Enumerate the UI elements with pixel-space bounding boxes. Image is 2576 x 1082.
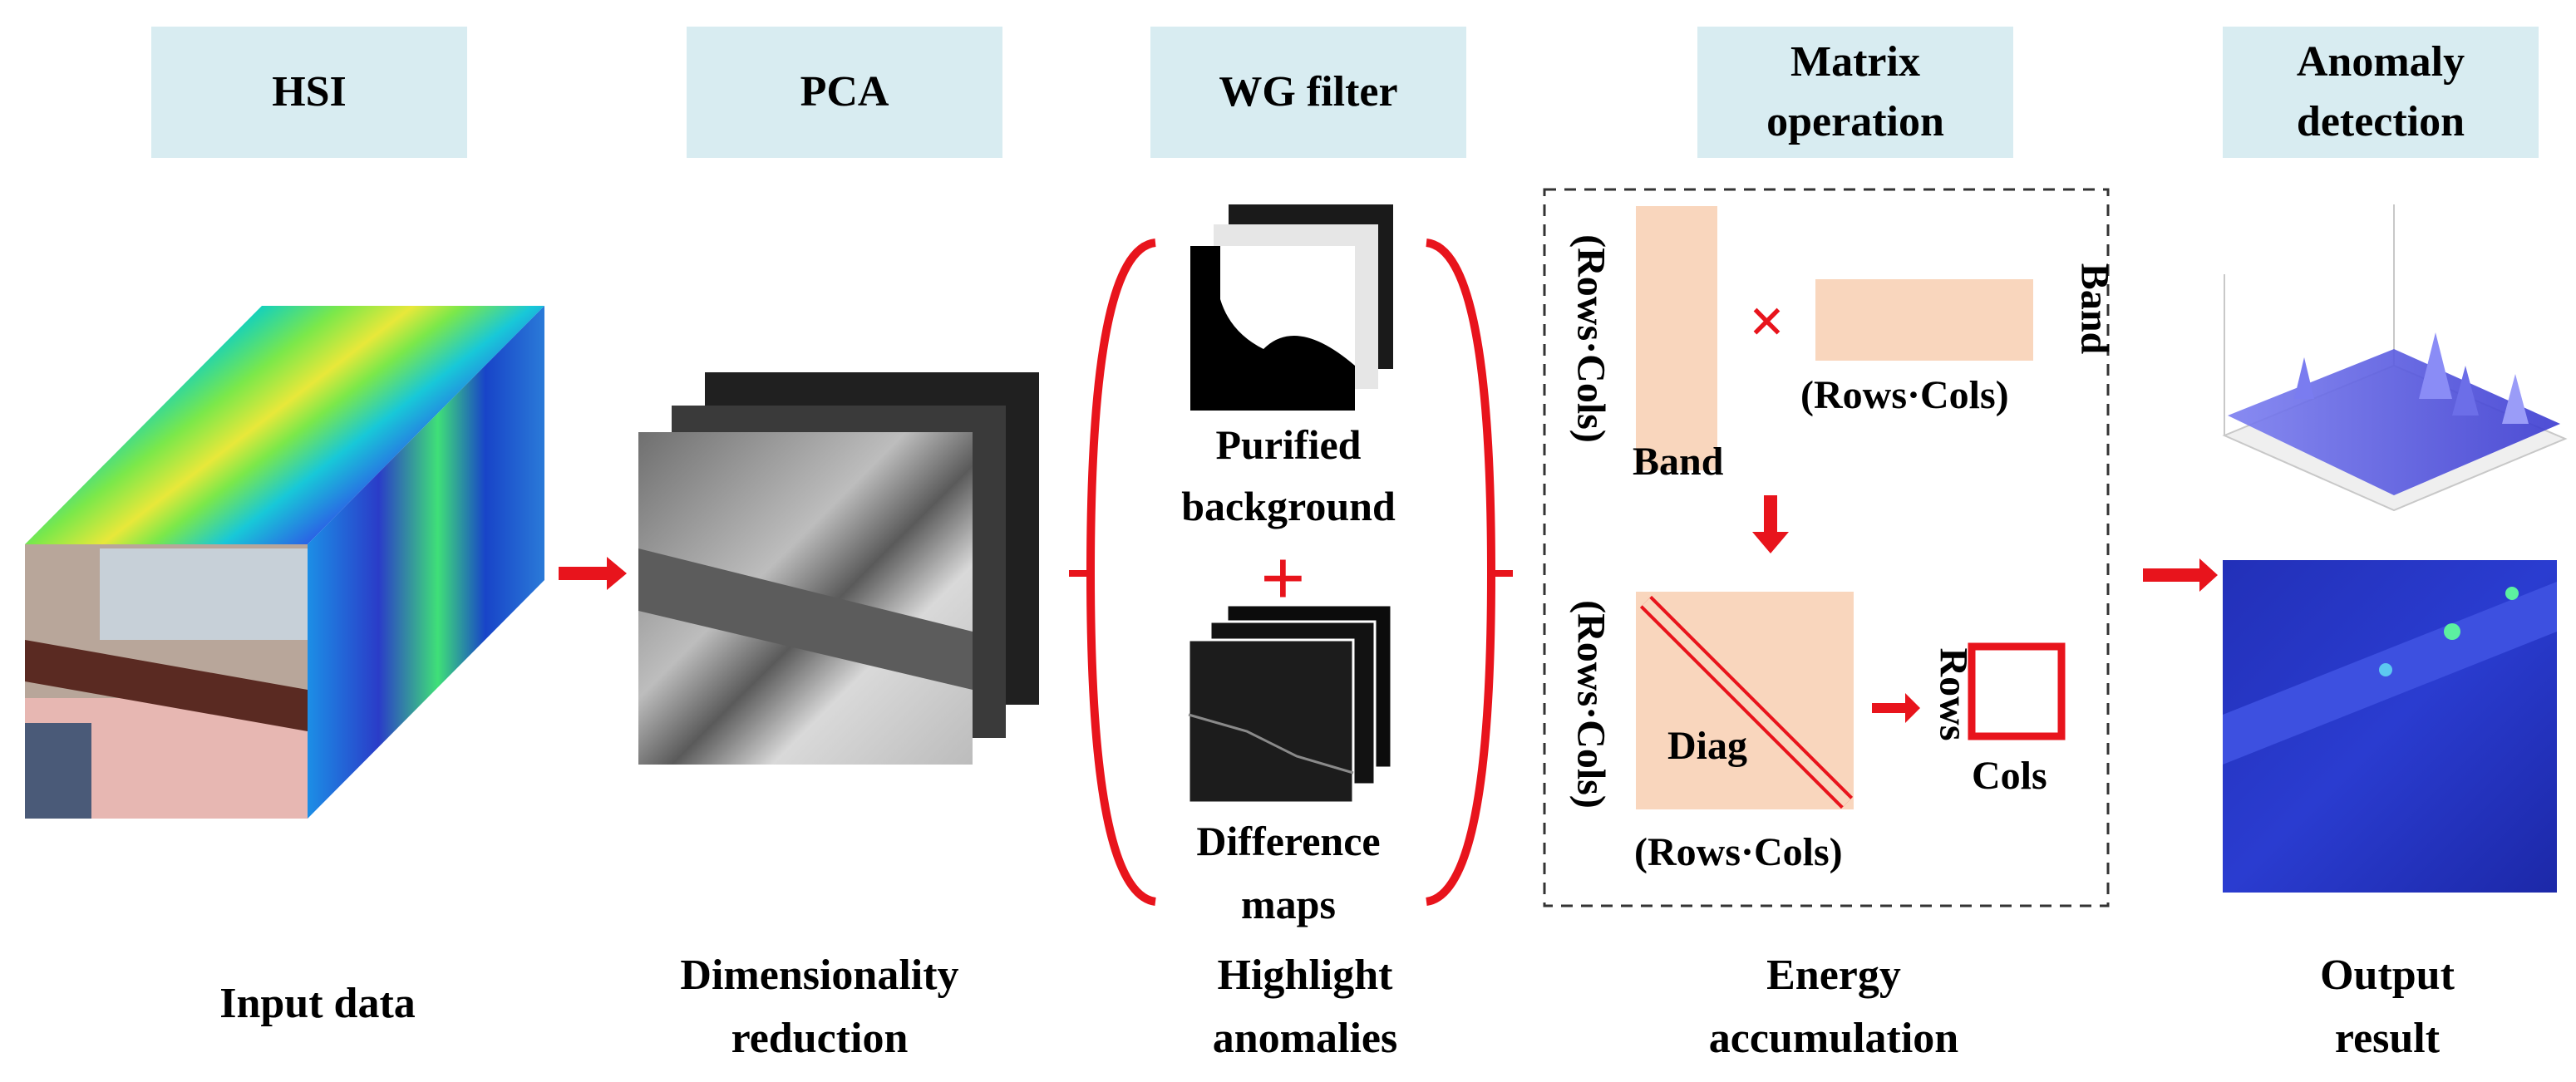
difference-line2: maps: [1241, 881, 1336, 927]
hsi-cube: [25, 306, 544, 819]
output-result-map: [2223, 560, 2557, 893]
matrix-wide-band-label: Band: [2072, 263, 2117, 355]
purified-background-label: Purified background: [1155, 414, 1421, 537]
header-anomaly-line2: detection: [2296, 98, 2465, 145]
header-matrix-operation: Matrix operation: [1697, 27, 2013, 158]
right-bracket-icon: [1425, 239, 1496, 906]
hsi-front-tarmac: [100, 548, 308, 640]
header-anomaly-line1: Anomaly: [2296, 38, 2465, 86]
purified-line1: Purified: [1215, 421, 1362, 468]
header-anomaly-detection: Anomaly detection: [2223, 27, 2539, 158]
caption-energy-line1: Energy: [1766, 952, 1901, 999]
caption-input-data: Input data: [110, 972, 525, 1035]
header-matrix-line2: operation: [1766, 98, 1944, 145]
matrix-tall-rows-cols-label: (Rows·Cols): [1569, 234, 1613, 443]
matrix-result-rows-label: Rows: [1931, 647, 1976, 741]
matrix-wide-rows-cols-label: (Rows·Cols): [1800, 373, 2009, 417]
surface-plot: [2222, 204, 2568, 512]
caption-highlight-anomalies: Highlight anomalies: [1097, 944, 1513, 1070]
surface-plot-peak-1: [2419, 332, 2452, 399]
surface-plot-peak-2: [2452, 366, 2479, 416]
caption-energy-accumulation: Energy accumulation: [1626, 944, 2042, 1070]
caption-highlight-line2: anomalies: [1212, 1015, 1398, 1062]
difference-edge-lines: [1188, 713, 1354, 775]
header-hsi: HSI: [151, 27, 467, 158]
matrix-operation-box: [1543, 188, 2110, 907]
output-map-target-3: [2379, 663, 2392, 676]
output-map-target-1: [2444, 623, 2460, 640]
header-pca: PCA: [687, 27, 1002, 158]
header-wg-filter: WG filter: [1150, 27, 1466, 158]
purified-background-stack: [1190, 204, 1393, 411]
hsi-front-road: [25, 640, 308, 731]
difference-maps-stack: [1187, 603, 1393, 804]
matrix-tall: [1636, 206, 1717, 470]
caption-dim-line2: reduction: [731, 1015, 909, 1062]
difference-maps-label: Difference maps: [1155, 809, 1421, 936]
down-arrow-icon: [1752, 495, 1789, 553]
matrix-tall-band-label: Band: [1633, 440, 1724, 484]
right-arrow-icon: [1872, 693, 1920, 723]
hsi-front-buildings: [25, 723, 91, 819]
difference-line1: Difference: [1196, 818, 1381, 864]
caption-output-result: Output result: [2180, 944, 2576, 1070]
output-map-target-2: [2505, 587, 2519, 600]
right-arrow-icon: [2143, 558, 2218, 592]
caption-output-line2: result: [2334, 1015, 2441, 1062]
matrix-result-square: [1968, 642, 2066, 740]
caption-highlight-line1: Highlight: [1217, 952, 1393, 999]
header-hsi-text: HSI: [272, 68, 347, 116]
matrix-diag-label: Diag: [1667, 724, 1747, 768]
caption-energy-line2: accumulation: [1708, 1015, 1959, 1062]
surface-plot-peak-3: [2294, 357, 2314, 399]
purified-line2: background: [1181, 483, 1396, 529]
caption-dimensionality-reduction: Dimensionality reduction: [612, 944, 1027, 1070]
matrix-result-cols-label: Cols: [1972, 754, 2047, 798]
purified-white-region: [1220, 246, 1355, 366]
caption-input-line1: Input data: [219, 980, 416, 1027]
hsi-cube-side: [308, 306, 544, 819]
caption-dim-line1: Dimensionality: [680, 952, 959, 999]
times-symbol: ×: [1749, 287, 1785, 357]
matrix-wide: [1815, 279, 2033, 361]
pca-stack: [638, 372, 1039, 765]
pca-front-road: [638, 548, 973, 690]
plus-symbol: +: [1260, 534, 1306, 622]
matrix-square-rows-cols-label: (Rows·Cols): [1569, 600, 1613, 809]
hsi-cube-top: [25, 306, 544, 544]
left-bracket-icon: [1086, 239, 1157, 906]
right-arrow-icon: [559, 557, 627, 590]
header-matrix-line1: Matrix: [1790, 38, 1920, 86]
matrix-diagonal-inner: [1642, 598, 1851, 807]
header-wg-filter-text: WG filter: [1219, 68, 1398, 116]
surface-plot-peak-4: [2502, 374, 2529, 424]
header-pca-text: PCA: [800, 68, 889, 116]
caption-output-line1: Output: [2320, 952, 2455, 999]
matrix-square-rows-cols-bottom-label: (Rows·Cols): [1634, 830, 1843, 874]
